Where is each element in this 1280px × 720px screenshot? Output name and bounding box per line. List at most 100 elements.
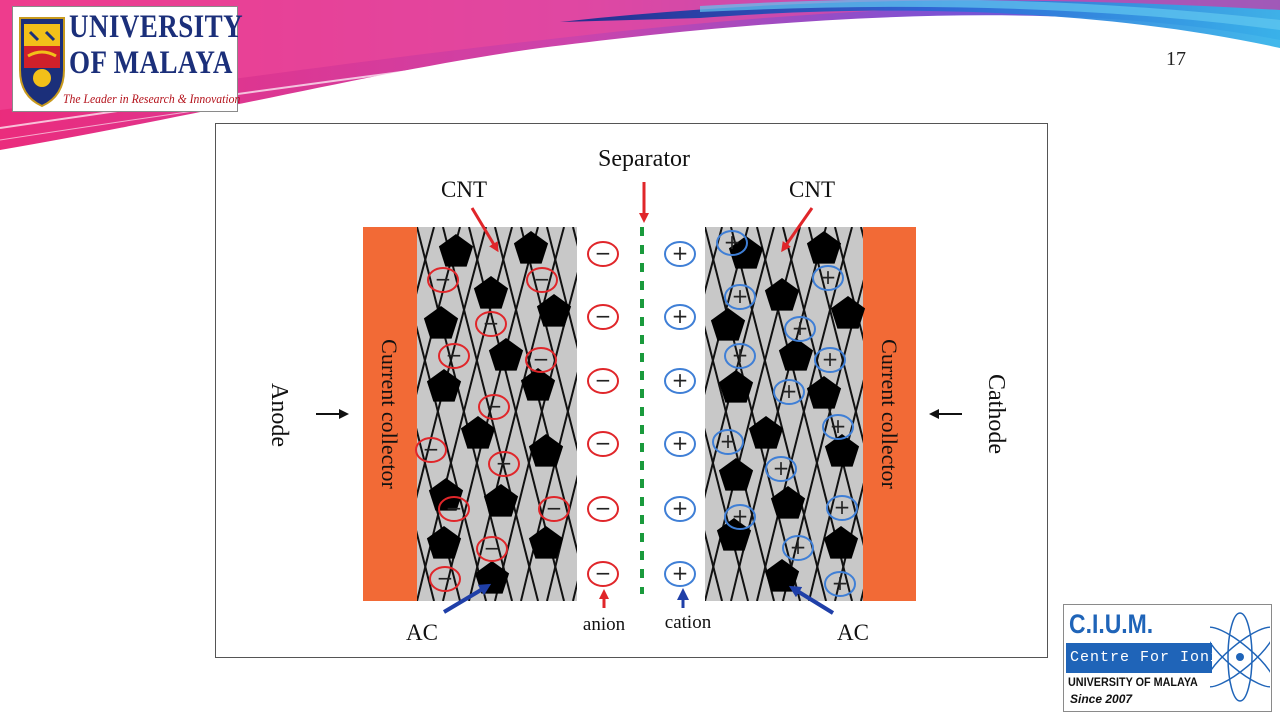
anion-adsorbed-ring xyxy=(429,566,461,592)
anion-adsorbed-sign: − xyxy=(435,267,452,291)
anion-adsorbed: − xyxy=(427,267,459,293)
cathode-label: Cathode xyxy=(983,374,1009,454)
cation-free-ring xyxy=(664,561,696,587)
anion-adsorbed: − xyxy=(538,496,570,522)
anion-free-ring xyxy=(587,561,619,587)
cation-adsorbed-ring xyxy=(765,456,797,482)
ac-particle xyxy=(718,458,754,491)
atom-icon xyxy=(1210,612,1270,702)
cation-adsorbed-ring xyxy=(812,265,844,291)
ac-particle xyxy=(728,236,764,269)
anion-adsorbed: − xyxy=(525,347,557,373)
anion-label: anion xyxy=(583,614,626,635)
anion-adsorbed: − xyxy=(476,536,508,562)
cation-free-sign: + xyxy=(672,304,689,328)
anion-adsorbed-sign: − xyxy=(483,311,500,335)
anion-adsorbed-sign: − xyxy=(486,394,503,418)
anion-adsorbed: − xyxy=(429,566,461,592)
cation-adsorbed-ring xyxy=(724,284,756,310)
cation-adsorbed-sign: + xyxy=(834,495,851,519)
anion-free-ring xyxy=(587,368,619,394)
university-logo: UNIVERSITY OF MALAYA The Leader in Resea… xyxy=(12,6,243,112)
cation-adsorbed-sign: + xyxy=(732,504,749,528)
ac-particle xyxy=(806,376,842,409)
cation-adsorbed-sign: + xyxy=(832,571,849,595)
ac-particle xyxy=(483,484,519,517)
anion-free: − xyxy=(587,241,619,267)
ac-particle xyxy=(764,278,800,311)
cnt-fiber xyxy=(546,227,577,349)
anion-adsorbed-sign: − xyxy=(496,451,513,475)
anion-adsorbed: − xyxy=(478,394,510,420)
anion-free-sign: − xyxy=(595,561,612,585)
logo-tagline: The Leader in Research & Innovation xyxy=(63,91,241,106)
anion-free: − xyxy=(587,368,619,394)
right-current-collector xyxy=(863,227,916,601)
cnt-fiber xyxy=(599,227,694,601)
cation-adsorbed-ring xyxy=(712,429,744,455)
cation-adsorbed-ring xyxy=(826,495,858,521)
cation-adsorbed-ring xyxy=(724,343,756,369)
cation-adsorbed-ring xyxy=(773,379,805,405)
anion-adsorbed-sign: − xyxy=(446,496,463,520)
cnt-arrow-right xyxy=(781,207,814,253)
cium-logo: C.I.U.M. Centre For Ionics UNIVERSITY OF… xyxy=(1063,604,1272,712)
cation-adsorbed-ring xyxy=(782,535,814,561)
ac-particle xyxy=(778,338,814,371)
cium-name: C.I.U.M. xyxy=(1069,609,1154,639)
ac-particle xyxy=(718,370,754,403)
anion-adsorbed-ring xyxy=(476,536,508,562)
anion-free-sign: − xyxy=(595,496,612,520)
cnt-arrow-left xyxy=(470,207,499,253)
anion-adsorbed-ring xyxy=(526,267,558,293)
cation-adsorbed: + xyxy=(773,379,805,405)
ac-particle xyxy=(710,308,746,341)
cation-adsorbed: + xyxy=(724,284,756,310)
logo-line-1: UNIVERSITY xyxy=(69,9,244,45)
cation-adsorbed: + xyxy=(812,265,844,291)
cnt-fiber xyxy=(417,227,461,396)
cation-free-ring xyxy=(664,368,696,394)
cnt-fiber xyxy=(442,227,539,601)
anion-free-sign: − xyxy=(595,241,612,265)
cnt-fiber xyxy=(705,227,723,295)
cation-adsorbed-sign: + xyxy=(773,456,790,480)
cnt-fiber xyxy=(705,325,775,601)
cation-free: + xyxy=(664,241,696,267)
cation-free: + xyxy=(664,561,696,587)
cium-since: Since 2007 xyxy=(1070,692,1133,706)
anion-free-ring xyxy=(587,241,619,267)
anion-adsorbed-ring xyxy=(475,311,507,337)
cnt-label-right: CNT xyxy=(789,177,835,202)
ac-particles-left xyxy=(423,231,572,594)
cnt-fiber xyxy=(705,227,775,499)
ac-particle xyxy=(473,276,509,309)
anion-adsorbed-ring xyxy=(525,347,557,373)
cnt-fiber xyxy=(417,227,513,601)
ac-particle xyxy=(460,416,496,449)
anion-free: − xyxy=(587,561,619,587)
cation-free: + xyxy=(664,368,696,394)
anion-free-ring xyxy=(587,496,619,522)
cnt-fiber xyxy=(1043,227,1048,601)
cation-adsorbed-sign: + xyxy=(724,230,741,254)
ac-particle xyxy=(426,369,462,402)
adsorbed-anions: −−−−−−−−−−−− xyxy=(415,267,570,592)
cation-free-sign: + xyxy=(672,241,689,265)
ac-particle xyxy=(830,296,866,329)
cation-free-sign: + xyxy=(672,496,689,520)
cnt-fiber xyxy=(417,227,435,295)
anion-free-sign: − xyxy=(595,304,612,328)
cation-adsorbed: + xyxy=(716,230,748,256)
cation-adsorbed: + xyxy=(826,495,858,521)
anion-free: − xyxy=(587,304,619,330)
cium-band: Centre For Ionics xyxy=(1066,643,1239,673)
cation-free-sign: + xyxy=(672,368,689,392)
ac-particle xyxy=(823,526,859,559)
ac-particle xyxy=(423,306,459,339)
anion-adsorbed-ring xyxy=(438,496,470,522)
cation-free-sign: + xyxy=(672,561,689,585)
ac-arrow-right xyxy=(788,585,835,615)
current-collector-label-left: Current collector xyxy=(377,339,402,489)
cation-adsorbed-sign: + xyxy=(790,535,807,559)
